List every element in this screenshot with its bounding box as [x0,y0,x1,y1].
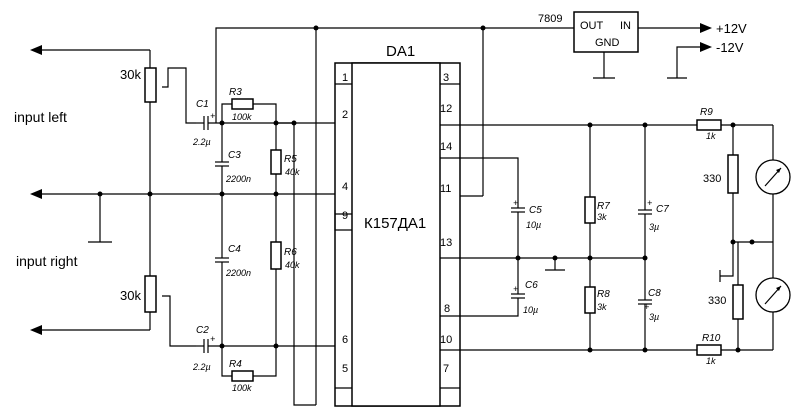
capacitor-c7 [638,125,652,258]
supply-pos-arrow [700,23,712,33]
r8-value: 3k [597,302,607,312]
capacitor-c3 [215,123,229,194]
c5-value: 10µ [526,220,541,230]
r7-value: 3k [597,212,607,222]
c6-ref: C6 [525,280,538,291]
c2-polarity: + [210,334,215,344]
pin-3: 3 [443,72,449,84]
r7-ref: R7 [597,201,610,212]
supply-neg-arrow [667,42,712,79]
pin-4: 4 [342,181,348,193]
c1-ref: C1 [196,99,209,110]
r6-ref: R6 [284,247,297,258]
meter-upper-icon [755,125,791,242]
supply-pos-label: +12V [716,21,747,36]
resistor-r7 [584,125,596,258]
pin-13: 13 [440,237,452,249]
c7-ref: C7 [656,204,669,215]
pot-upper [144,50,196,194]
input-right-label: input right [16,253,78,269]
supply-neg-label: -12V [716,40,744,55]
meter-resistor-upper-value: 330 [703,173,721,185]
pin-9: 9 [342,210,348,222]
c1-polarity: + [210,111,215,121]
capacitor-c4 [215,194,229,346]
meter-lower-icon [755,242,791,350]
pin-12: 12 [440,103,452,115]
capacitor-c6 [440,258,525,317]
c4-ref: C4 [228,244,241,255]
regulator-out-label: OUT [580,20,604,32]
c6-value: 10µ [523,305,538,315]
ic-part: К157ДА1 [364,215,426,232]
c7-polarity: + [647,198,652,208]
c4-value: 2200n [225,268,251,278]
resistor-meter-upper [727,125,739,242]
resistor-r6 [270,194,282,346]
regulator-in-label: IN [620,20,631,32]
r6-value: 40k [285,260,300,270]
pin-7: 7 [443,363,449,375]
input-arrow-left-bottom [30,325,150,335]
r3-ref: R3 [229,87,242,98]
r5-ref: R5 [284,154,297,165]
c5-polarity: + [513,198,518,208]
c5-ref: C5 [529,205,542,216]
pin-11: 11 [440,183,451,195]
ic-name: DA1 [386,43,415,60]
c3-ref: C3 [228,150,241,161]
ground-symbol-output [545,255,565,271]
pin-5: 5 [342,363,348,375]
capacitor-c2 [196,339,352,353]
pin-6: 6 [342,334,348,346]
resistor-r5 [270,123,282,194]
r4-ref: R4 [229,359,242,370]
resistor-r10 [696,344,773,356]
resistor-r9 [696,119,773,131]
regulator-gnd-label: GND [595,37,620,49]
r3-value: 100k [232,112,252,122]
c1-value: 2.2µ [192,137,211,147]
regulator-part: 7809 [538,13,562,25]
r8-ref: R8 [597,289,610,300]
c2-value: 2.2µ [192,362,211,372]
c7-value: 3µ [649,222,659,232]
ic-da1 [334,62,461,407]
regulator-7809 [573,11,700,79]
pin-14: 14 [440,141,452,153]
pin-8: 8 [444,303,450,315]
input-left-label: input left [14,109,67,125]
r10-value: 1k [706,356,716,366]
resistor-meter-lower [732,242,744,350]
c8-ref: C8 [648,288,661,299]
ground-symbol-input [88,191,112,243]
pin-1: 1 [342,72,348,84]
resistor-r3 [221,98,277,123]
pin-10: 10 [440,334,452,346]
input-arrow-left-top [30,45,150,55]
c6-polarity: + [513,284,518,294]
pin-2: 2 [342,109,348,121]
capacitor-c5 [440,157,525,258]
pot-lower-value: 30k [120,288,141,303]
input-arrow-middle [30,189,100,199]
r5-value: 40k [285,167,300,177]
c8-value: 3µ [649,312,659,322]
c8-polarity: + [644,302,649,312]
capacitor-c8 [638,258,652,350]
r4-value: 100k [232,383,252,393]
resistor-r8 [584,258,596,350]
r10-ref: R10 [702,333,721,344]
meter-resistor-lower-value: 330 [708,295,726,307]
c3-value: 2200n [225,174,251,184]
pot-lower [144,194,196,347]
r9-ref: R9 [700,107,713,118]
resistor-r4 [221,346,277,382]
c2-ref: C2 [196,325,209,336]
pot-upper-value: 30k [120,67,141,82]
r9-value: 1k [706,131,716,141]
